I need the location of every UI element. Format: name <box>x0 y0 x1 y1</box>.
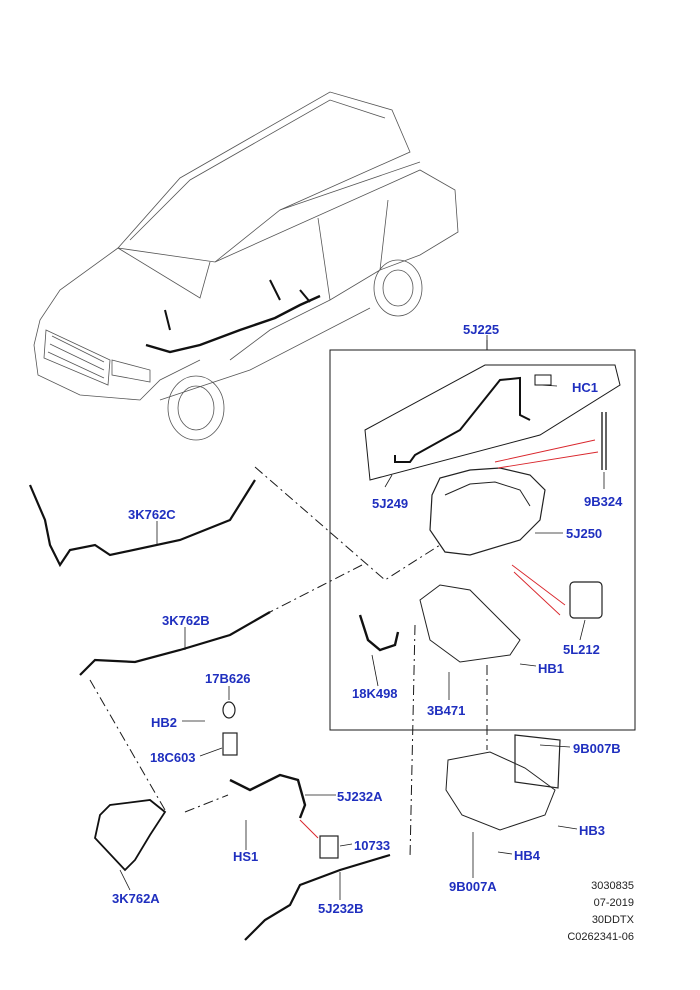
label-3b471[interactable]: 3B471 <box>427 703 466 718</box>
connection-lines <box>89 466 488 859</box>
group-frame <box>329 340 636 731</box>
line-3k762b <box>79 611 271 676</box>
label-10733[interactable]: 10733 <box>354 838 391 853</box>
label-hb3[interactable]: HB3 <box>579 823 606 838</box>
bracket-9b007a <box>445 751 556 831</box>
label-17b626[interactable]: 17B626 <box>205 671 251 686</box>
label-hb2[interactable]: HB2 <box>151 715 178 730</box>
part-18c603 <box>222 732 238 756</box>
meta-model: 30DDTX <box>591 914 634 926</box>
line-3k762c <box>28 479 256 568</box>
vehicle-harness <box>145 294 321 354</box>
label-hs1[interactable]: HS1 <box>233 849 259 864</box>
label-9b007a[interactable]: 9B007A <box>449 879 497 894</box>
label-18k498[interactable]: 18K498 <box>352 686 398 701</box>
leader-5l212 <box>511 564 566 616</box>
label-5j250[interactable]: 5J250 <box>566 526 603 541</box>
part-17b626 <box>222 701 236 719</box>
label-hc1[interactable]: HC1 <box>572 380 599 395</box>
label-5j232a[interactable]: 5J232A <box>337 789 383 804</box>
line-3k762a <box>94 799 167 872</box>
shield-9b007b <box>514 734 561 789</box>
label-3k762c[interactable]: 3K762C <box>128 507 176 522</box>
leader-9b324 <box>494 439 599 469</box>
label-3k762a[interactable]: 3K762A <box>112 891 160 906</box>
clip-hc1 <box>534 374 552 386</box>
meta-date: 07-2019 <box>593 897 634 909</box>
hose-18k498 <box>358 614 400 652</box>
line-5j232b <box>244 853 391 941</box>
leader-10733 <box>299 819 319 839</box>
bracket-3b471 <box>419 584 521 663</box>
canister-5l212 <box>569 581 603 619</box>
vehicle-harness-branch <box>164 279 311 331</box>
label-hb4[interactable]: HB4 <box>514 848 541 863</box>
label-3k762b[interactable]: 3K762B <box>162 613 210 628</box>
label-5j232b[interactable]: 5J232B <box>318 901 364 916</box>
label-18c603[interactable]: 18C603 <box>150 750 196 765</box>
label-9b324[interactable]: 9B324 <box>584 494 623 509</box>
part-10733 <box>319 835 339 859</box>
fuel-tank-5j250 <box>429 467 546 556</box>
meta-code: 3030835 <box>591 880 634 892</box>
label-5l212[interactable]: 5L212 <box>563 642 600 657</box>
meta-ref: C0262341-06 <box>567 931 634 943</box>
harness-5j249 <box>394 376 531 463</box>
vehicle-illustration <box>33 91 459 441</box>
label-5j249[interactable]: 5J249 <box>372 496 409 511</box>
label-9b007b[interactable]: 9B007B <box>573 741 621 756</box>
label-hb1[interactable]: HB1 <box>538 661 565 676</box>
diagram-meta: 3030835 07-2019 30DDTX C0262341-06 <box>567 878 634 946</box>
label-5j225[interactable]: 5J225 <box>463 322 500 337</box>
leader-lines <box>119 335 605 900</box>
hose-5j232a <box>229 773 307 819</box>
sensor-9b324 <box>601 412 607 470</box>
fuel-tank-detail <box>444 481 531 507</box>
